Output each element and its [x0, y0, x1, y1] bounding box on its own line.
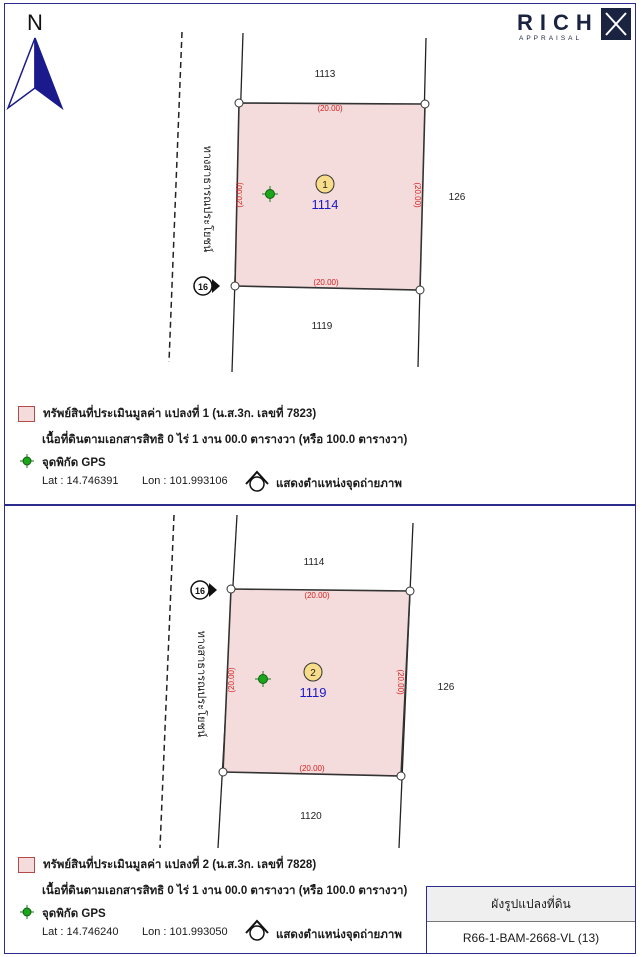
dimension-bottom: (20.00) [313, 278, 339, 287]
parcel-corner-points [230, 98, 430, 295]
legend-lon: Lon : 101.993050 [142, 926, 228, 938]
map-panel-2 [4, 505, 636, 954]
title-block-code: R66-1-BAM-2668-VL (13) [462, 931, 600, 945]
gps-point-icon [255, 671, 271, 687]
parcel-swatch [18, 405, 35, 422]
logo-text: RICH [517, 10, 599, 35]
legend-lon: Lon : 101.993106 [142, 475, 228, 487]
photo-point-icon [193, 276, 220, 296]
map-panel-1 [4, 3, 636, 505]
legend-lat: Lat : 14.746240 [42, 926, 119, 938]
legend-property-text: ทรัพย์สินที่ประเมินมูลค่า แปลงที่ 2 (น.ส… [43, 859, 317, 871]
title-block: ผังรูปแปลงที่ดิน R66-1-BAM-2668-VL (13) [426, 886, 636, 954]
parcel-marker-label: 1 [322, 180, 328, 191]
parcel-number: 1119 [300, 685, 327, 700]
legend-property-row: ทรัพย์สินที่ประเมินมูลค่า แปลงที่ 1 (น.ส… [18, 405, 316, 423]
public-road-line [168, 31, 183, 363]
rich-appraisal-logo: RICH APPRAISAL [517, 8, 632, 44]
parcel-marker-label: 2 [310, 668, 316, 679]
legend-property-text: ทรัพย์สินที่ประเมินมูลค่า แปลงที่ 1 (น.ส… [43, 408, 317, 420]
parcel-marker-icon [315, 174, 335, 194]
dimension-top: (20.00) [304, 591, 330, 600]
road-label: ทางสาธารณประโยชน์ [195, 631, 209, 738]
logo-subtext: APPRAISAL [519, 35, 583, 42]
legend-photo-text: แสดงตำแหน่งจุดถ่ายภาพ [276, 929, 402, 941]
dimension-left: (20.00) [235, 182, 244, 208]
dimension-right: (20.00) [413, 182, 422, 208]
neighbor-bottom: 1120 [300, 811, 322, 822]
parcel-marker-icon [303, 662, 323, 682]
neighbor-right: 126 [449, 192, 466, 203]
legend-lat: Lat : 14.746391 [42, 475, 119, 487]
photo-point-icon [190, 580, 217, 600]
dimension-right: (20.00) [396, 669, 405, 695]
gps-legend-icon [20, 454, 34, 468]
neighbor-top: 1114 [304, 557, 325, 568]
title-block-title: ผังรูปแปลงที่ดิน [427, 887, 635, 922]
neighbor-right: 126 [438, 682, 455, 693]
photo-point-label: 16 [198, 282, 208, 292]
parcel-swatch [18, 856, 35, 873]
legend-property-row: ทรัพย์สินที่ประเมินมูลค่า แปลงที่ 2 (น.ส… [18, 856, 316, 874]
gps-legend-icon [20, 905, 34, 919]
neighbor-bottom: 1119 [312, 321, 333, 332]
legend-photo-text: แสดงตำแหน่งจุดถ่ายภาพ [276, 478, 402, 490]
parcel-number: 1114 [312, 197, 339, 212]
photo-legend-icon [245, 470, 269, 492]
north-label: N [27, 10, 43, 35]
dimension-top: (20.00) [317, 104, 343, 113]
legend-area-text: เนื้อที่ดินตามเอกสารสิทธิ 0 ไร่ 1 งาน 00… [42, 885, 408, 897]
parcel-corner-points [218, 584, 415, 781]
north-arrow-icon [6, 37, 64, 111]
legend-gps-text: จุดพิกัด GPS [42, 908, 106, 920]
public-road-line [159, 514, 175, 849]
gps-point-icon [262, 186, 278, 202]
neighbor-top: 1113 [315, 69, 336, 80]
legend-area-text: เนื้อที่ดินตามเอกสารสิทธิ 0 ไร่ 1 งาน 00… [42, 434, 408, 446]
dimension-left: (20.00) [227, 667, 236, 693]
photo-point-label: 16 [195, 586, 205, 596]
photo-legend-icon [245, 919, 269, 941]
road-label: ทางสาธารณประโยชน์ [201, 146, 215, 253]
logo-x-icon [601, 8, 631, 40]
legend-gps-text: จุดพิกัด GPS [42, 457, 106, 469]
dimension-bottom: (20.00) [299, 764, 325, 773]
